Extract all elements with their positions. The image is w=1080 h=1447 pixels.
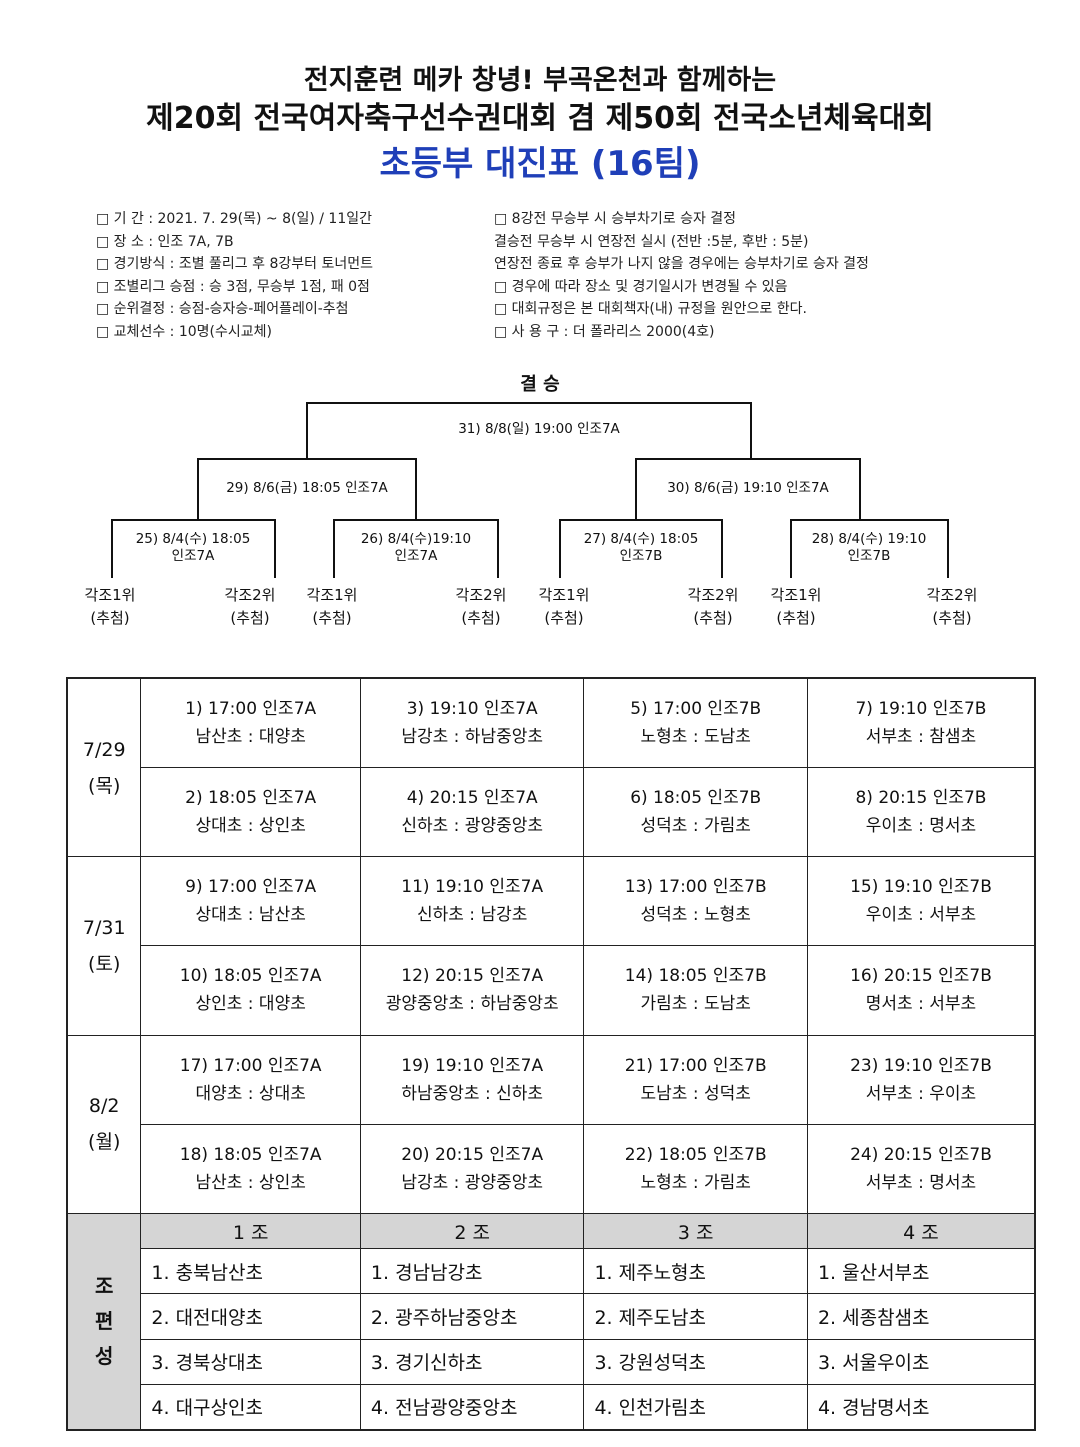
title-line-2: 제20회 전국여자축구선수권대회 겸 제50회 전국소년체육대회 xyxy=(146,101,934,136)
info-ball: □ 사 용 구 : 더 폴라리스 2000(4호) xyxy=(494,323,715,340)
qf1-time: 25) 8/4(수) 18:05 xyxy=(135,531,251,547)
info-rule-2: 결승전 무승부 시 연장전 실시 (전반 :5분, 후반 : 5분) xyxy=(494,233,809,250)
date-cell: 8/2(월) xyxy=(66,1034,142,1215)
qf2-time: 26) 8/4(수)19:10 xyxy=(360,531,472,547)
info-rule-4: □ 경우에 따라 장소 및 경기일시가 변경될 수 있음 xyxy=(494,278,788,295)
team-cell: 1. 제주노형초 xyxy=(583,1248,808,1295)
team-cell: 3. 강원성덕초 xyxy=(583,1338,808,1385)
qf3-match-label: 27) 8/4(수) 18:05 인조7B xyxy=(566,531,716,565)
qf3-time: 27) 8/4(수) 18:05 xyxy=(583,531,699,547)
qf2-venue: 인조7A xyxy=(394,548,438,564)
info-format: □ 경기방식 : 조별 풀리그 후 8강부터 토너먼트 xyxy=(96,256,373,273)
team-cell: 2. 대전대양초 xyxy=(140,1293,361,1340)
final-line xyxy=(306,402,752,459)
group-header: 2 조 xyxy=(359,1213,585,1250)
team-cell: 2. 광주하남중앙초 xyxy=(359,1293,585,1340)
rank-slot: 각조2위(추첨) xyxy=(455,586,507,627)
qf1-match-label: 25) 8/4(수) 18:05 인조7A xyxy=(118,531,268,565)
semi2-line xyxy=(635,458,861,520)
rank-slot: 각조2위(추첨) xyxy=(224,586,276,627)
team-cell: 4. 전남광양중앙초 xyxy=(359,1383,585,1431)
info-subs: □ 교체선수 : 10명(수시교체) xyxy=(96,323,272,340)
rank-slot: 각조1위(추첨) xyxy=(306,586,358,627)
qf1-line xyxy=(111,519,276,578)
info-rule-5: □ 대회규정은 본 대회책자(내) 규정을 원안으로 한다. xyxy=(494,301,807,318)
team-cell: 3. 경기신하초 xyxy=(359,1338,585,1385)
date-cell: 7/31(토) xyxy=(66,856,142,1036)
rank-slot: 각조1위(추첨) xyxy=(538,586,590,627)
qf4-line xyxy=(790,519,949,578)
team-cell: 4. 대구상인초 xyxy=(140,1383,361,1431)
title-line-3: 초등부 대진표 (16팀) xyxy=(379,144,701,184)
team-cell: 3. 서울우이초 xyxy=(806,1338,1036,1385)
team-cell: 1. 경남남강초 xyxy=(359,1248,585,1295)
info-venue: □ 장 소 : 인조 7A, 7B xyxy=(96,233,234,250)
qf1-venue: 인조7A xyxy=(171,548,215,564)
semi1-line xyxy=(197,458,417,520)
team-cell: 4. 경남명서초 xyxy=(806,1383,1036,1431)
bracket-lines xyxy=(111,402,949,578)
qf3-venue: 인조7B xyxy=(619,548,663,564)
qf2-line xyxy=(333,519,499,578)
date-cell: 7/29(목) xyxy=(66,677,142,858)
team-cell: 4. 인천가림초 xyxy=(583,1383,808,1431)
final-label: 결 승 xyxy=(520,374,560,395)
semi2-match-label: 30) 8/6(금) 19:10 인조7A xyxy=(667,480,829,496)
rank-slot: 각조1위(추첨) xyxy=(84,586,136,627)
rank-slot: 각조1위(추첨) xyxy=(770,586,822,627)
team-cell: 1. 충북남산초 xyxy=(140,1248,361,1295)
info-left: □ 기 간 : 2021. 7. 29(목) ~ 8(일) / 11일간 □ 장… xyxy=(96,208,373,344)
qf4-venue: 인조7B xyxy=(847,548,891,564)
info-period: □ 기 간 : 2021. 7. 29(목) ~ 8(일) / 11일간 xyxy=(96,211,372,227)
group-header: 4 조 xyxy=(806,1213,1036,1250)
info-rule-3: 연장전 종료 후 승부가 나지 않을 경우에는 승부차기로 승자 결정 xyxy=(494,256,869,273)
final-match-label: 31) 8/8(일) 19:00 인조7A xyxy=(458,421,620,437)
rank-slot: 각조2위(추첨) xyxy=(687,586,739,627)
team-cell: 2. 제주도남초 xyxy=(583,1293,808,1340)
info-rule-1: □ 8강전 무승부 시 승부차기로 승자 결정 xyxy=(494,211,737,227)
group-header: 3 조 xyxy=(583,1213,808,1250)
team-cell: 2. 세종참샘초 xyxy=(806,1293,1036,1340)
semi1-match-label: 29) 8/6(금) 18:05 인조7A xyxy=(226,480,388,496)
team-cell: 1. 울산서부초 xyxy=(806,1248,1036,1295)
title-line-1: 전지훈련 메카 창녕! 부곡온천과 함께하는 xyxy=(303,65,777,96)
qf3-line xyxy=(559,519,723,578)
team-cell: 3. 경북상대초 xyxy=(140,1338,361,1385)
rank-slot: 각조2위(추첨) xyxy=(926,586,978,627)
qf4-match-label: 28) 8/4(수) 19:10 인조7B xyxy=(794,531,944,565)
qf4-time: 28) 8/4(수) 19:10 xyxy=(811,531,927,547)
info-ranking: □ 순위결정 : 승점-승자승-페어플레이-추첨 xyxy=(96,301,349,318)
info-right: □ 8강전 무승부 시 승부차기로 승자 결정 결승전 무승부 시 연장전 실시… xyxy=(494,208,869,344)
group-header: 1 조 xyxy=(140,1213,361,1250)
info-points: □ 조별리그 승점 : 승 3점, 무승부 1점, 패 0점 xyxy=(96,278,370,295)
qf2-match-label: 26) 8/4(수)19:10 인조7A xyxy=(341,531,491,565)
